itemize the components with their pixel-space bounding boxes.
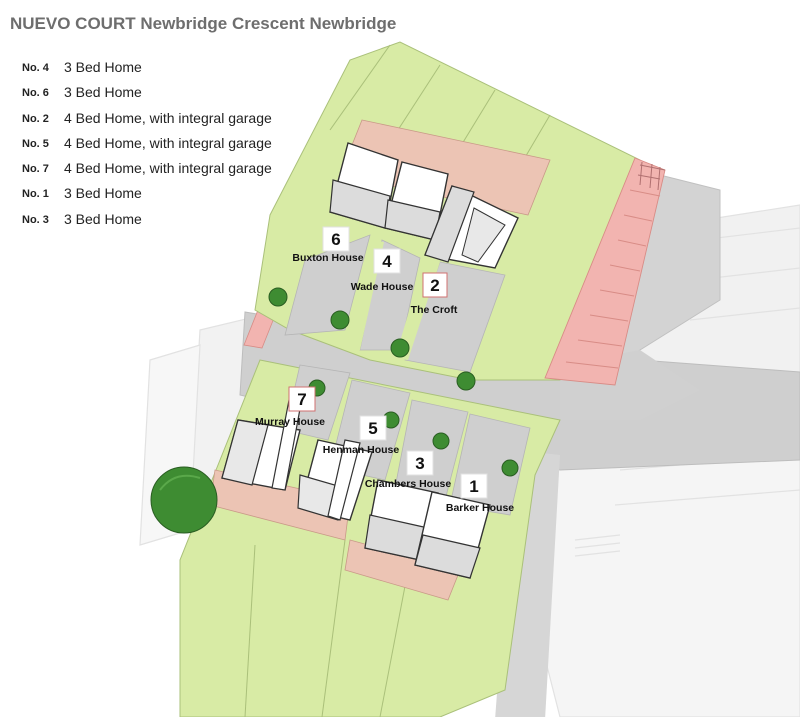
- plot-number: 5: [368, 419, 377, 438]
- house-name: Henman House: [323, 444, 400, 456]
- plot-legend: No. 4 3 Bed Home No. 6 3 Bed Home No. 2 …: [22, 58, 292, 235]
- house-name: The Croft: [411, 304, 458, 316]
- trees: [150, 287, 519, 534]
- plot-number: 3: [415, 454, 424, 473]
- house-name: Barker House: [446, 502, 514, 514]
- legend-plot-number: No. 3: [22, 213, 49, 226]
- legend-item: No. 7 4 Bed Home, with integral garage: [22, 159, 292, 184]
- legend-item: No. 6 3 Bed Home: [22, 83, 292, 108]
- legend-item: No. 3 3 Bed Home: [22, 210, 292, 235]
- house-plot-7: [221, 394, 303, 491]
- plot-number: 7: [297, 390, 306, 409]
- legend-plot-number: No. 5: [22, 137, 49, 150]
- plot-number: 2: [430, 276, 439, 295]
- legend-description: 4 Bed Home, with integral garage: [64, 134, 272, 151]
- legend-item: No. 4 3 Bed Home: [22, 58, 292, 83]
- house-name: Wade House: [351, 281, 414, 293]
- plot-number: 6: [331, 230, 340, 249]
- house-plot-4: [384, 161, 449, 241]
- house-plot-2: [424, 185, 519, 269]
- legend-plot-number: No. 2: [22, 112, 49, 125]
- legend-description: 4 Bed Home, with integral garage: [64, 109, 272, 126]
- house-plot-5: [297, 439, 373, 521]
- legend-description: 3 Bed Home: [64, 84, 142, 101]
- legend-plot-number: No. 6: [22, 87, 49, 100]
- plot-number: 1: [469, 477, 478, 496]
- house-name: Murray House: [255, 416, 325, 428]
- legend-item: No. 1 3 Bed Home: [22, 184, 292, 209]
- legend-item: No. 2 4 Bed Home, with integral garage: [22, 109, 292, 134]
- legend-plot-number: No. 4: [22, 62, 49, 74]
- plot-number: 4: [382, 252, 392, 271]
- legend-item: No. 5 4 Bed Home, with integral garage: [22, 134, 292, 159]
- legend-plot-number: No. 7: [22, 163, 49, 176]
- legend-description: 4 Bed Home, with integral garage: [64, 160, 272, 177]
- house-plot-1: [414, 491, 491, 579]
- parking-bays: [544, 157, 666, 386]
- house-plot-6: [329, 142, 399, 229]
- legend-description: 3 Bed Home: [64, 210, 142, 227]
- legend-plot-number: No. 1: [22, 188, 49, 201]
- legend-description: 3 Bed Home: [64, 185, 142, 202]
- legend-description: 3 Bed Home: [64, 59, 142, 75]
- page-title: NUEVO COURT Newbridge Crescent Newbridge: [10, 14, 397, 33]
- plot-labels: 6 Buxton House 4 Wade House 2 The Croft …: [255, 226, 514, 514]
- house-name: Chambers House: [365, 478, 452, 490]
- house-name: Buxton House: [292, 252, 363, 264]
